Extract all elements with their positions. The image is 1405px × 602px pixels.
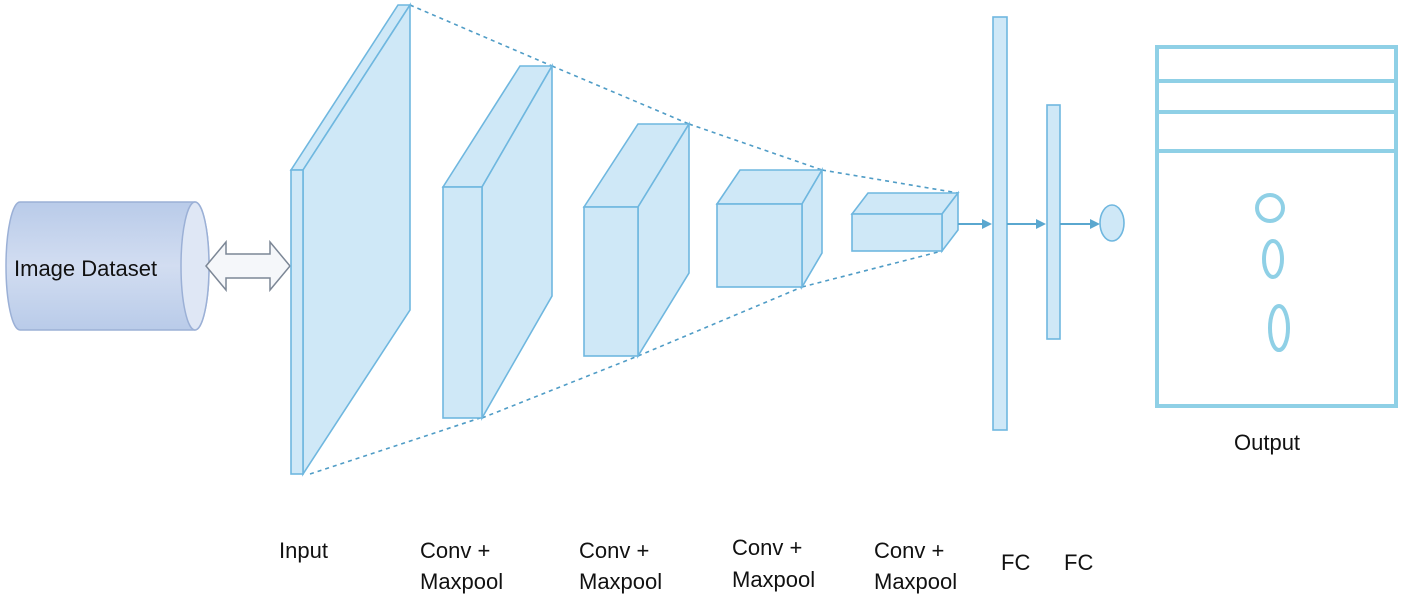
conv1-label-line1: Conv + — [420, 538, 490, 563]
conv-block-4 — [850, 190, 960, 254]
conv-block-3 — [715, 167, 824, 290]
conv4-label-line2: Maxpool — [874, 569, 957, 594]
fc-layer-bar-1 — [992, 16, 1008, 431]
output-label: Output — [1234, 430, 1300, 455]
conv3-label-line2: Maxpool — [732, 567, 815, 592]
conv2-label-line1: Conv + — [579, 538, 649, 563]
fc-layer-bar-2 — [1046, 104, 1061, 340]
conv-block-2 — [582, 121, 691, 359]
conv4-label-line1: Conv + — [874, 538, 944, 563]
fc1-label: FC — [1001, 550, 1030, 575]
input-layer-label: Input — [279, 538, 328, 563]
conv3-label-line1: Conv + — [732, 535, 802, 560]
dashed-connectors — [309, 4, 959, 475]
conv1-label-line2: Maxpool — [420, 569, 503, 594]
output-box — [1155, 45, 1398, 408]
input-layer-block — [289, 2, 412, 477]
conv2-label-line2: Maxpool — [579, 569, 662, 594]
image-dataset-cylinder: Image Dataset — [5, 201, 210, 331]
output-node-circle — [1099, 204, 1125, 242]
bidirectional-arrow-icon — [205, 239, 291, 293]
conv-block-1 — [441, 63, 554, 422]
fc2-label: FC — [1064, 550, 1093, 575]
image-dataset-label: Image Dataset — [14, 256, 157, 281]
